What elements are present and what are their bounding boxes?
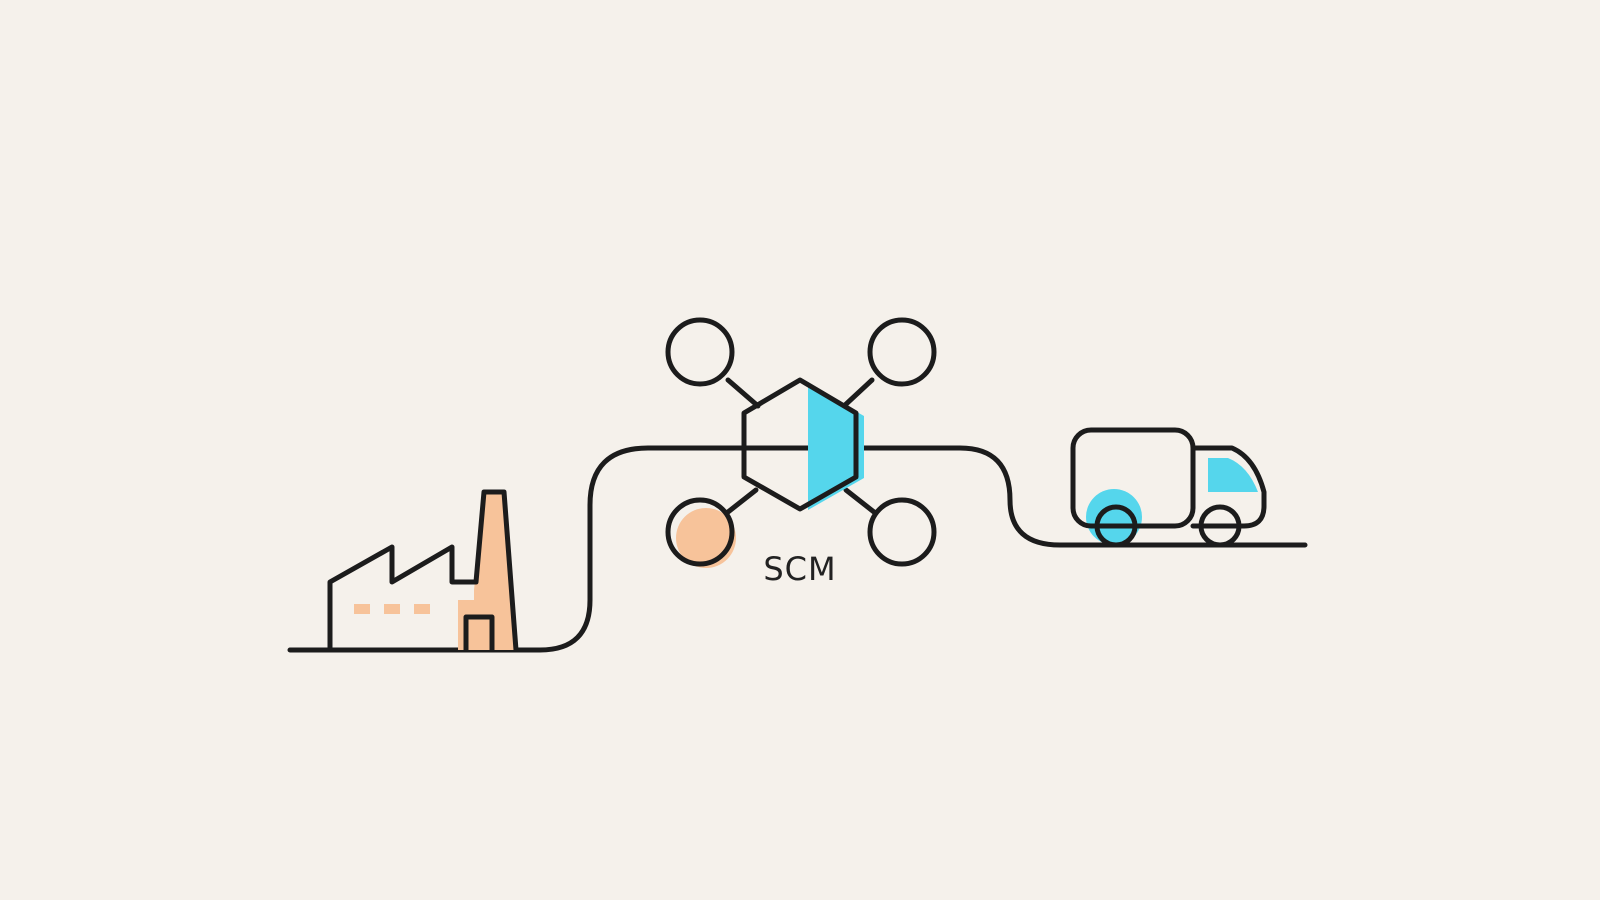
- hub-node-bottom-left: [665, 497, 736, 568]
- hub-label: SCM: [763, 550, 836, 588]
- network-hub-icon: [741, 377, 864, 512]
- factory-icon: [327, 489, 519, 653]
- supply-flow-line: [287, 445, 1308, 653]
- hub-connectors: [725, 377, 877, 515]
- delivery-truck-icon: [1070, 427, 1267, 548]
- hub-node-top-right: [867, 317, 937, 387]
- hub-node-top-left: [665, 317, 735, 387]
- hub-node-bottom-right: [867, 497, 937, 567]
